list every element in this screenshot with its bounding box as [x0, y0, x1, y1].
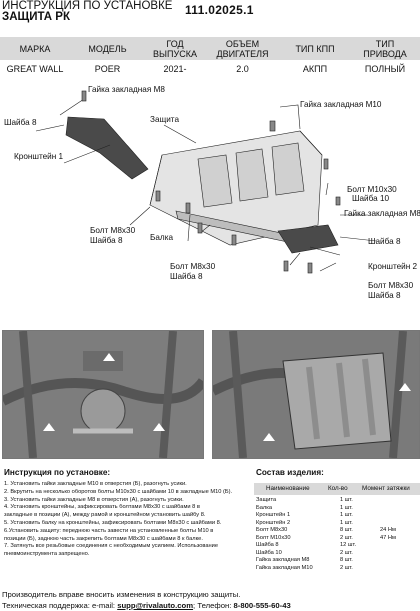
instructions-title: Инструкция по установке:	[4, 468, 111, 477]
product-code: 111.02025.1	[185, 3, 254, 17]
kit-table-header: Наименование Кол-во Момент затяжки	[254, 483, 420, 495]
instruction-step: 1. Установить гайки закладные М10 в отве…	[4, 481, 187, 487]
kit-item-name: Кронштейн 1	[256, 512, 291, 518]
kit-item-qty: 1 шт.	[340, 497, 353, 503]
kit-item-qty: 2 шт.	[340, 564, 353, 571]
kit-item-name: Кронштейн 2	[256, 519, 291, 526]
spec-table-header: МАРКА МОДЕЛЬ ГОД ВЫПУСКА ОБЪЕМ ДВИГАТЕЛЯ…	[0, 37, 420, 60]
table-row: Гайка закладная М10 2 шт.	[256, 565, 420, 573]
kit-item-name: Защита	[256, 497, 277, 503]
label-protection: Защита	[150, 115, 180, 124]
kit-col-torque: Момент затяжки	[362, 485, 410, 492]
table-row: Гайка закладная М8 8 шт.	[256, 557, 420, 565]
instruction-step: 5. Установить балку на кронштейны, зафик…	[4, 519, 222, 526]
photo-underbody-after	[212, 330, 420, 459]
kit-item-name: Болт М8х30	[256, 527, 288, 533]
label-bolt-m10: Болт М10х30	[347, 185, 397, 194]
table-row: Шайба 10 2 шт.	[256, 550, 420, 558]
photo-underbody-before	[2, 330, 204, 459]
label-nut-m10: Гайка закладная М10	[300, 100, 382, 109]
instruction-step: пневмоинструмента запрещено.	[4, 551, 90, 558]
col-drive: ТИП ПРИВОДА	[363, 38, 407, 59]
col-year: ГОД ВЫПУСКА	[153, 38, 197, 59]
kit-item-name: Гайка закладная М10	[256, 564, 313, 571]
kit-item-qty: 8 шт.	[340, 527, 353, 533]
instruction-step: 2. Вкрутить на несколько оборотов болты …	[4, 488, 233, 495]
label-bracket2: Кронштейн 2	[368, 262, 418, 271]
exploded-assembly-diagram	[35, 90, 377, 274]
kit-title: Состав изделия:	[256, 468, 324, 477]
label-bolt-m8-b: Болт М8х30	[170, 262, 216, 271]
kit-col-name: Наименование	[266, 485, 310, 492]
kit-item-qty: 12 шт.	[340, 542, 357, 548]
instruction-step: 4. Установить кронштейны, зафиксировать …	[4, 504, 200, 511]
support-phone: 8-800-555-60-43	[233, 601, 291, 610]
kit-item-qty: 2 шт.	[340, 549, 353, 556]
col-engine: ОБЪЕМ ДВИГАТЕЛЯ	[216, 38, 269, 59]
label-beam: Балка	[150, 233, 174, 242]
label-washer8-left: Шайба 8	[4, 118, 37, 127]
instruction-step: 7. Затянуть все резьбовые соединения с н…	[4, 543, 219, 550]
table-row: Кронштейн 2 1 шт.	[256, 520, 420, 528]
support-label: Техническая поддержка: e-mail:	[2, 601, 118, 610]
col-model: МОДЕЛЬ	[88, 43, 127, 54]
instruction-step: позиции (Б), заднюю часть закрепить болт…	[4, 535, 203, 542]
kit-item-qty: 1 шт.	[340, 504, 353, 511]
table-row: Болт М8х30 8 шт. 24 Нм	[256, 527, 420, 535]
support-email-link[interactable]: supp@rivalauto.com	[117, 601, 194, 610]
bracket-2-part	[277, 224, 339, 254]
label-bolt-m8-a: Болт М8х30	[90, 226, 136, 235]
cell-engine: 2.0	[236, 64, 249, 74]
label-bracket1: Кронштейн 1	[14, 152, 64, 161]
label-washer10: Шайба 10	[352, 194, 390, 203]
cell-gearbox: АКПП	[302, 64, 328, 74]
cell-year: 2021-	[163, 64, 187, 74]
kit-item-qty: 1 шт.	[340, 519, 353, 526]
kit-item-torque: 47 Нм	[380, 534, 396, 541]
instructions-list: 1. Установить гайки закладные М10 в отве…	[4, 481, 250, 559]
kit-item-name: Болт М10х30	[256, 534, 291, 541]
cell-drive: ПОЛНЫЙ	[364, 64, 406, 74]
kit-item-torque: 24 Нм	[380, 527, 396, 533]
cell-model: POER	[94, 64, 121, 74]
kit-item-name: Шайба 10	[256, 549, 282, 556]
label-bolt-m8-c: Болт М8х30	[368, 281, 414, 290]
document-subtitle: ЗАЩИТА РК	[2, 11, 70, 23]
footer-support: Техническая поддержка: e-mail: supp@riva…	[2, 601, 291, 610]
instruction-step: закладные в позиции (А), между рамой и к…	[4, 512, 206, 519]
table-row: Кронштейн 1 1 шт.	[256, 512, 420, 520]
table-row: Защита 1 шт.	[256, 497, 420, 505]
table-row: Болт М10х30 2 шт. 47 Нм	[256, 535, 420, 543]
col-gearbox: ТИП КПП	[295, 43, 335, 54]
col-brand: МАРКА	[19, 43, 51, 54]
footer-disclaimer: Производитель вправе вносить изменения в…	[2, 590, 241, 599]
kit-item-qty: 2 шт.	[340, 534, 353, 541]
bracket-1-part	[65, 116, 149, 180]
label-washer8-b: Шайба 8	[170, 272, 203, 281]
kit-col-qty: Кол-во	[328, 485, 348, 492]
label-washer8-right: Шайба 8	[368, 237, 401, 246]
phone-label: ; Телефон:	[193, 601, 234, 610]
kit-item-name: Шайба 8	[256, 542, 279, 548]
label-nut-m8-top: Гайка закладная М8	[88, 85, 165, 94]
kit-item-qty: 1 шт.	[340, 512, 353, 518]
cell-brand: GREAT WALL	[6, 64, 64, 74]
label-washer8-a: Шайба 8	[90, 236, 123, 245]
kit-item-name: Балка	[256, 504, 272, 511]
kit-item-qty: 8 шт.	[340, 557, 353, 563]
table-row: Балка 1 шт.	[256, 505, 420, 513]
label-washer8-c: Шайба 8	[368, 291, 401, 300]
label-nut-m8-right: Гайка закладная М8	[344, 209, 420, 218]
document-title: ИНСТРУКЦИЯ ПО УСТАНОВКЕ	[2, 0, 173, 12]
instruction-step: 3. Установить гайки закладные М8 в отвер…	[4, 496, 184, 503]
instruction-step: 6.Установить защиту: переднюю часть заве…	[4, 527, 214, 534]
kit-item-name: Гайка закладная М8	[256, 557, 310, 563]
table-row: Шайба 8 12 шт.	[256, 542, 420, 550]
